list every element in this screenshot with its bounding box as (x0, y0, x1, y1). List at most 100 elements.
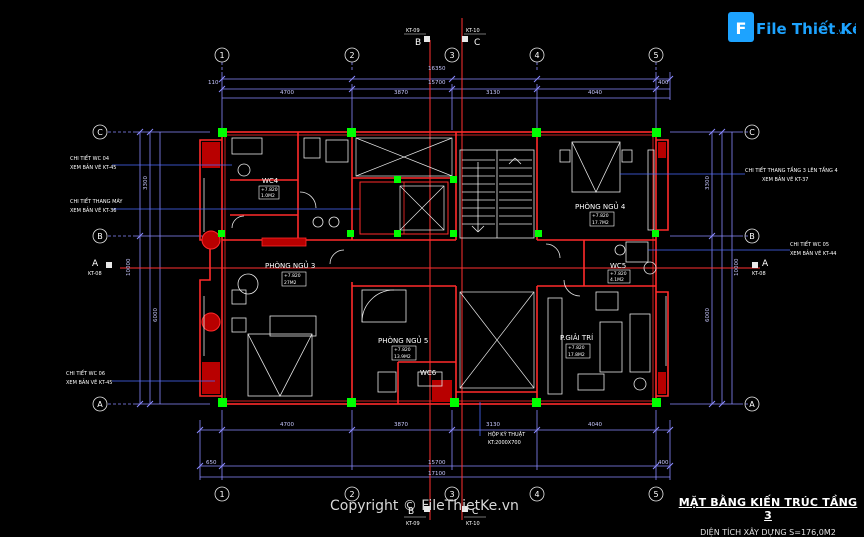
svg-text:1: 1 (219, 490, 224, 499)
shaft-note: HỘP KỸ THUẬT KT:2000X700 (488, 431, 526, 446)
svg-text:4: 4 (534, 51, 539, 60)
svg-text:+7.820: +7.820 (610, 271, 627, 277)
svg-text:5: 5 (653, 490, 658, 499)
section-tag-top-right: KT-10 C (462, 28, 486, 48)
svg-text:A: A (762, 259, 769, 269)
structural-columns (218, 128, 661, 407)
svg-text:PHÒNG NGỦ 4: PHÒNG NGỦ 4 (575, 201, 626, 211)
svg-text:4.1M2: 4.1M2 (610, 277, 624, 283)
svg-text:3300: 3300 (143, 176, 149, 190)
svg-text:CHI TIẾT WC 04: CHI TIẾT WC 04 (70, 154, 109, 162)
svg-text:6000: 6000 (705, 308, 711, 322)
svg-text:15700: 15700 (428, 80, 446, 86)
svg-text:4700: 4700 (280, 90, 294, 96)
svg-text:WC5: WC5 (610, 262, 626, 270)
svg-text:CHI TIẾT THANG TẦNG 3 LÊN TẦNG: CHI TIẾT THANG TẦNG 3 LÊN TẦNG 4 (745, 166, 838, 174)
svg-text:B: B (415, 38, 421, 48)
svg-text:XEM BẢN VẼ KT-45: XEM BẢN VẼ KT-45 (70, 163, 117, 171)
section-tag-left: A KT-08 (88, 259, 112, 277)
note-leaders (112, 164, 790, 436)
svg-text:+7.820: +7.820 (568, 345, 585, 351)
grid-bubbles-top (214, 47, 664, 63)
svg-text:4040: 4040 (588, 422, 602, 428)
svg-text:C: C (472, 507, 478, 517)
drawing-title: MẶT BẰNG KIẾN TRÚC TẦNG 3 (678, 496, 858, 522)
notes-right: CHI TIẾT THANG TẦNG 3 LÊN TẦNG 4 XEM BẢN… (745, 166, 838, 257)
room-entertainment: P.GIẢI TRÍ +7.820 17.8M2 (560, 333, 593, 359)
svg-text:110: 110 (208, 80, 219, 86)
svg-text:27M2: 27M2 (284, 280, 297, 286)
wall-hatch (202, 142, 666, 402)
room-wc4: WC4 +7.820 1.0M2 (258, 177, 280, 200)
section-tag-right: A KT-08 (752, 259, 769, 277)
section-tag-top-left: KT-09 B (404, 28, 430, 48)
copyright-watermark: Copyright © FileThietKe.vn (330, 498, 519, 514)
dimension-text: 16350 15700 110 400 4700 3870 3130 4040 … (206, 66, 669, 477)
svg-text:+7.820: +7.820 (394, 347, 411, 353)
void-shafts (355, 137, 535, 389)
svg-text:HỘP KỸ THUẬT: HỘP KỸ THUẬT (488, 431, 526, 438)
svg-text:CHI TIẾT THANG MÁY: CHI TIẾT THANG MÁY (70, 197, 123, 205)
svg-text:XEM BẢN VẼ KT-37: XEM BẢN VẼ KT-37 (762, 175, 809, 183)
svg-text:B: B (749, 232, 755, 241)
brand-logo-suffix: .vn (836, 27, 848, 36)
svg-text:A: A (92, 259, 99, 269)
drawing-subtitle: DIỆN TÍCH XÂY DỰNG S=176,0M2 (700, 528, 836, 537)
svg-text:CHI TIẾT WC 05: CHI TIẾT WC 05 (790, 240, 829, 248)
room-bedroom-3: PHÒNG NGỦ 3 +7.820 27M2 (265, 260, 315, 287)
svg-text:KT-08: KT-08 (88, 271, 102, 277)
room-bedroom-5: PHÒNG NGỦ 5 +7.820 13.9M2 (378, 335, 428, 361)
svg-text:KT-09: KT-09 (406, 521, 420, 527)
dimension-text-vertical: 3300 6000 10000 3300 6000 10000 (126, 176, 740, 322)
svg-text:A: A (97, 400, 103, 409)
svg-text:400: 400 (658, 460, 669, 466)
grid-bubbles-sides (92, 124, 760, 412)
svg-text:16350: 16350 (428, 66, 446, 72)
round-columns (201, 230, 221, 332)
svg-text:17.7M2: 17.7M2 (592, 220, 609, 226)
staircase (459, 149, 535, 239)
svg-text:4: 4 (534, 490, 539, 499)
svg-text:C: C (474, 38, 480, 48)
room-wc5: WC5 +7.820 4.1M2 (607, 262, 631, 284)
grid-bubble-labels: 1 2 3 4 5 1 2 3 4 5 C B A C B A (97, 51, 755, 499)
section-lines (120, 18, 760, 520)
svg-text:10000: 10000 (734, 258, 740, 276)
room-labels: WC4 +7.820 1.0M2 PHÒNG NGỦ 3 +7.820 27M2… (258, 177, 631, 377)
svg-text:3300: 3300 (705, 176, 711, 190)
drawing-title-block: MẶT BẰNG KIẾN TRÚC TẦNG 3 DIỆN TÍCH XÂY … (676, 496, 860, 537)
svg-text:CHI TIẾT WC 06: CHI TIẾT WC 06 (66, 369, 105, 377)
svg-text:10000: 10000 (126, 258, 132, 276)
svg-text:KT-10: KT-10 (466, 521, 480, 527)
svg-text:5: 5 (653, 51, 658, 60)
svg-text:+7.820: +7.820 (284, 273, 301, 279)
svg-text:XEM BẢN VẼ KT-36: XEM BẢN VẼ KT-36 (70, 206, 117, 214)
svg-text:3: 3 (449, 490, 454, 499)
section-tag-bottom-right: C KT-10 (462, 506, 486, 527)
svg-text:KT:2000X700: KT:2000X700 (488, 440, 521, 446)
svg-text:17100: 17100 (428, 471, 446, 477)
room-wc6: WC6 (420, 369, 437, 377)
svg-text:+7.820: +7.820 (592, 213, 609, 219)
svg-text:6000: 6000 (153, 308, 159, 322)
brand-logo-text: File Thiết Kế (756, 19, 856, 38)
svg-text:XEM BẢN VẼ KT-44: XEM BẢN VẼ KT-44 (790, 249, 837, 257)
brand-logo: F File Thiết Kế .vn (728, 10, 863, 44)
svg-text:3130: 3130 (486, 90, 500, 96)
svg-text:3870: 3870 (394, 422, 408, 428)
svg-text:WC6: WC6 (420, 369, 437, 377)
svg-text:B: B (97, 232, 103, 241)
svg-text:PHÒNG NGỦ 5: PHÒNG NGỦ 5 (378, 335, 428, 345)
svg-text:1: 1 (219, 51, 224, 60)
furniture (203, 137, 667, 397)
svg-text:4040: 4040 (588, 90, 602, 96)
section-tags: KT-09 B KT-10 C B KT-09 C KT-10 A KT-08 (88, 28, 769, 527)
room-bedroom-4: PHÒNG NGỦ 4 +7.820 17.7M2 (575, 201, 626, 227)
svg-text:C: C (97, 128, 103, 137)
svg-text:P.GIẢI TRÍ: P.GIẢI TRÍ (560, 333, 593, 342)
svg-text:+7.820: +7.820 (261, 187, 278, 193)
svg-text:13.9M2: 13.9M2 (394, 354, 411, 360)
svg-text:KT-10: KT-10 (466, 28, 480, 34)
svg-text:B: B (408, 507, 414, 517)
